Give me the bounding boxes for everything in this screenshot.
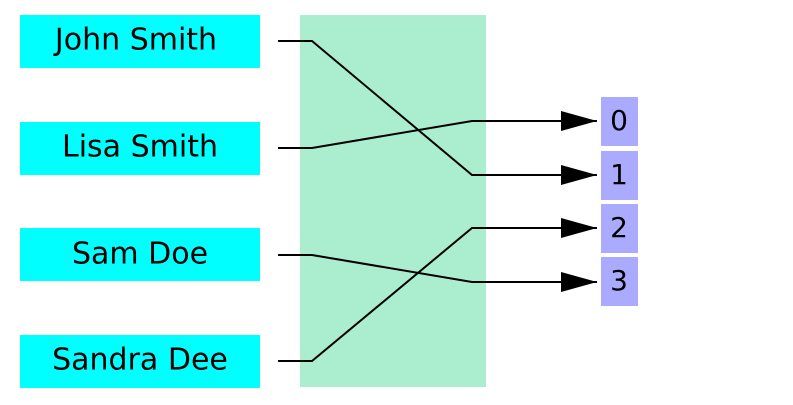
bucket-label: 2 [610, 211, 628, 244]
key-label: Lisa Smith [62, 130, 218, 165]
hash-function-panel [300, 15, 486, 387]
bucket-1: 1 [601, 151, 638, 200]
mapping-line-john-smith-to-1 [278, 40, 597, 185]
bucket-box [601, 204, 638, 253]
bucket-3: 3 [601, 257, 638, 306]
mapping-line-lisa-smith-to-0 [278, 111, 597, 149]
key-box [20, 228, 260, 281]
mapping-line-sam-doe-to-3 [278, 254, 597, 292]
key-box [20, 335, 260, 388]
key-list: John Smith Lisa Smith Sam Doe Sandra Dee [20, 15, 260, 388]
key-label: John Smith [53, 23, 217, 58]
bucket-label: 0 [610, 104, 628, 137]
bucket-label: 3 [610, 264, 628, 297]
key-box [20, 15, 260, 68]
key-item-lisa-smith: Lisa Smith [20, 122, 260, 175]
key-item-sandra-dee: Sandra Dee [20, 335, 260, 388]
bucket-box [601, 97, 638, 146]
bucket-box [601, 257, 638, 306]
mapping-line-sandra-dee-to-2 [278, 218, 597, 362]
key-label: Sandra Dee [52, 343, 228, 378]
mapping-lines [278, 40, 597, 362]
key-item-john-smith: John Smith [20, 15, 260, 68]
bucket-box [601, 151, 638, 200]
bucket-label: 1 [610, 158, 628, 191]
key-label: Sam Doe [72, 237, 208, 272]
key-box [20, 122, 260, 175]
bucket-0: 0 [601, 97, 638, 146]
bucket-2: 2 [601, 204, 638, 253]
key-item-sam-doe: Sam Doe [20, 228, 260, 281]
bucket-list: 0 1 2 3 [601, 97, 638, 306]
